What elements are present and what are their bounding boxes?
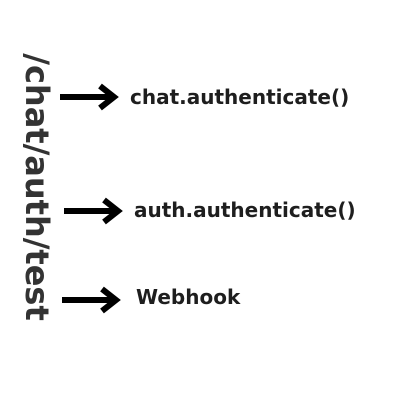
- auth-authenticate-target: auth.authenticate(): [134, 198, 356, 222]
- chat-authenticate-target: chat.authenticate(): [130, 85, 350, 109]
- webhook-target: Webhook: [136, 285, 241, 309]
- right-arrow-icon: [60, 82, 122, 112]
- right-arrow-icon: [62, 285, 124, 315]
- route-path-label: /chat/auth/test: [18, 53, 56, 321]
- right-arrow-icon: [64, 196, 126, 226]
